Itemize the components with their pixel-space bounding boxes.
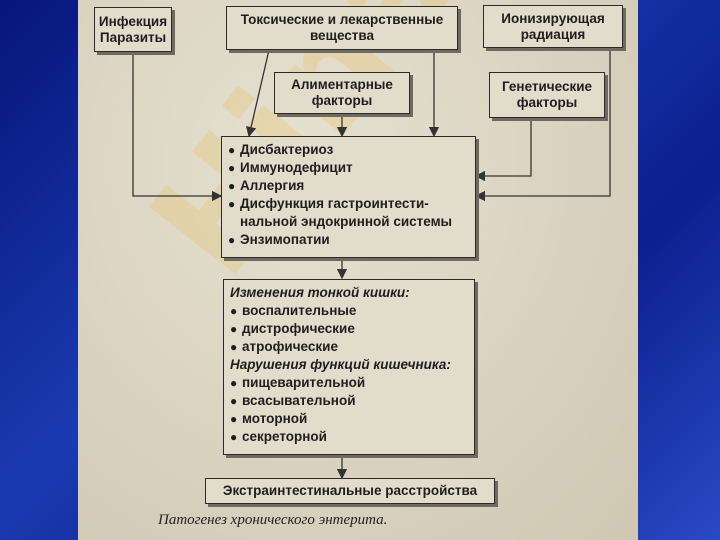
intestine-changes-heading: Изменения тонкой кишки: bbox=[230, 285, 410, 300]
list-item: ● Дисбактериоз bbox=[228, 141, 469, 159]
item-text: Дисфункция гастроинтести- bbox=[240, 196, 429, 211]
bullet-icon: ● bbox=[228, 161, 236, 175]
bullet-icon: ● bbox=[228, 233, 236, 247]
item-text: всасывательной bbox=[242, 393, 356, 408]
bullet-icon: ● bbox=[230, 430, 238, 444]
item-text: пищеварительной bbox=[242, 375, 366, 390]
infection-label: Инфекция bbox=[98, 13, 168, 29]
bullet-icon: ● bbox=[230, 412, 238, 426]
arrow-infection-to-mechanisms bbox=[132, 52, 223, 202]
list-item: ● секреторной bbox=[230, 428, 468, 446]
bullet-icon: ● bbox=[228, 143, 236, 157]
item-text: Дисбактериоз bbox=[240, 142, 334, 157]
list-item-continuation: нальной эндокринной системы bbox=[240, 214, 453, 229]
toxic-box: Токсические и лекарственные вещества bbox=[226, 6, 458, 50]
genetic-box: Генетические факторы bbox=[489, 72, 605, 118]
genetic-label-line1: Генетические bbox=[501, 79, 593, 94]
bullet-icon: ● bbox=[230, 376, 238, 390]
list-item: ● Иммунодефицит bbox=[228, 159, 469, 177]
alimentary-label-line1: Алиментарные bbox=[291, 77, 393, 92]
list-item: ● Дисфункция гастроинтести- bbox=[228, 195, 469, 213]
list-item: ● всасывательной bbox=[230, 392, 468, 410]
alimentary-label-line2: факторы bbox=[311, 93, 373, 108]
parasites-label: Паразиты bbox=[99, 29, 167, 45]
item-text: воспалительные bbox=[242, 303, 357, 318]
alimentary-box: Алиментарные факторы bbox=[274, 72, 410, 114]
list-item: ● Аллергия bbox=[228, 177, 469, 195]
bullet-icon: ● bbox=[228, 197, 236, 211]
mechanisms-box: ● Дисбактериоз ● Иммунодефицит ● Аллергия ●… bbox=[221, 136, 476, 258]
result-box: Экстраинтестинальные расстройства bbox=[205, 478, 495, 504]
bullet-icon: ● bbox=[230, 394, 238, 408]
bullet-icon: ● bbox=[230, 322, 238, 336]
figure-caption: Патогенез хронического энтерита. bbox=[158, 512, 388, 528]
arrow-radiation-to-mechanisms bbox=[474, 48, 611, 202]
toxic-label-line1: Токсические и лекарственные bbox=[240, 12, 444, 27]
arrow-genetic-to-mechanisms bbox=[474, 120, 532, 182]
item-text: дистрофические bbox=[242, 321, 355, 336]
book-page: Hinat.24 Инфекция Паразиты Токсические и… bbox=[78, 0, 638, 540]
result-label: Экстраинтестинальные расстройства bbox=[222, 483, 478, 498]
arrow-toxic-left bbox=[245, 49, 270, 138]
bullet-icon: ● bbox=[228, 179, 236, 193]
bullet-icon: ● bbox=[230, 304, 238, 318]
item-text: Аллергия bbox=[240, 178, 305, 193]
function-disorders-heading: Нарушения функций кишечника: bbox=[230, 357, 451, 372]
radiation-label-line2: радиация bbox=[520, 26, 586, 42]
list-item: ● дистрофические bbox=[230, 320, 468, 338]
infection-box: Инфекция Паразиты bbox=[94, 7, 172, 52]
flow-arrows bbox=[132, 48, 611, 480]
item-text: Энзимопатии bbox=[240, 232, 330, 247]
toxic-label-line2: вещества bbox=[309, 28, 375, 43]
list-item: ● атрофические bbox=[230, 338, 468, 356]
radiation-label-line1: Ионизирующая bbox=[501, 10, 605, 26]
list-item: ● пищеварительной bbox=[230, 374, 468, 392]
radiation-box: Ионизирующая радиация bbox=[483, 5, 623, 48]
genetic-label-line2: факторы bbox=[516, 95, 578, 110]
item-text: секреторной bbox=[242, 429, 327, 444]
list-item: ● моторной bbox=[230, 410, 468, 428]
changes-box: Изменения тонкой кишки: ●воспалительные … bbox=[223, 279, 475, 455]
bullet-icon: ● bbox=[230, 340, 238, 354]
list-item: ● Энзимопатии bbox=[228, 231, 469, 249]
item-text: Иммунодефицит bbox=[240, 160, 353, 175]
item-text: моторной bbox=[242, 411, 308, 426]
item-text: атрофические bbox=[242, 339, 338, 354]
list-item: ● воспалительные bbox=[230, 302, 468, 320]
